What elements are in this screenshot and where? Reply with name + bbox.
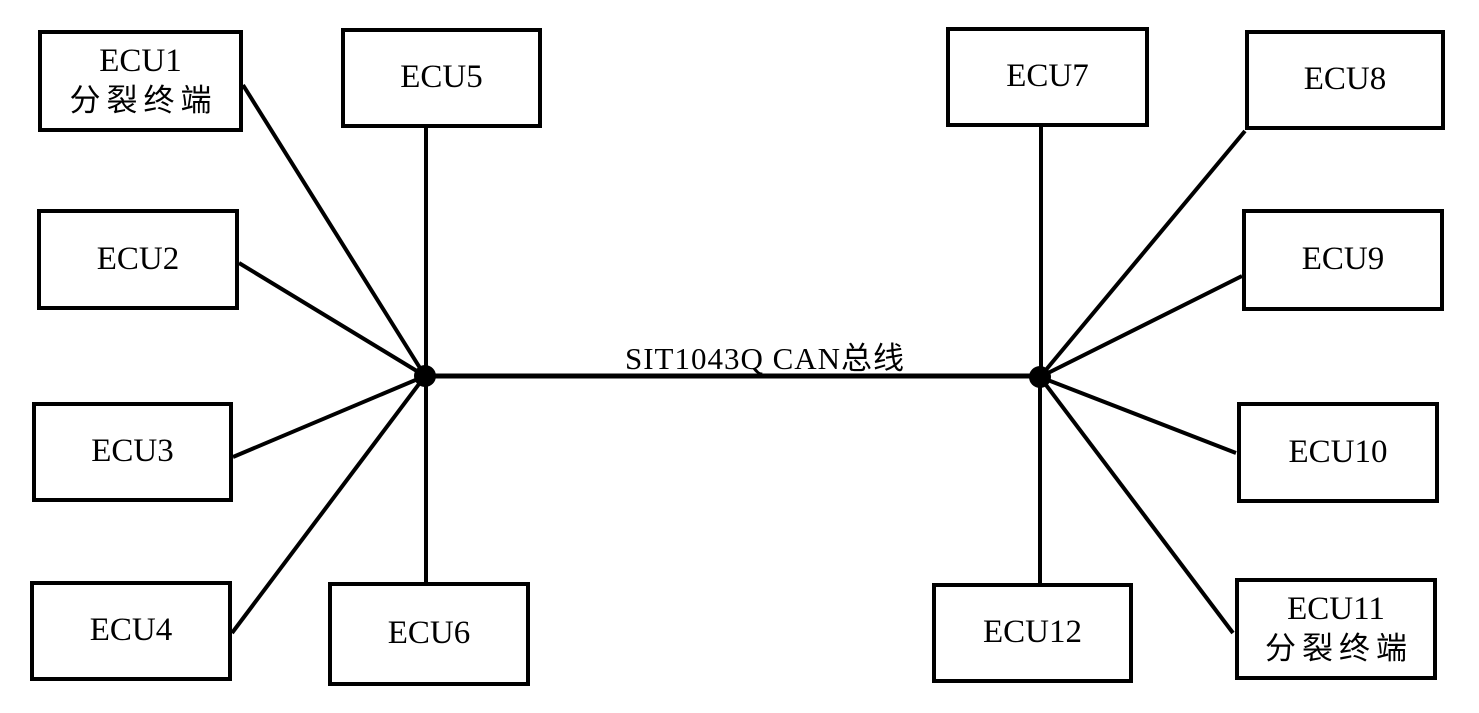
left-hub-dot bbox=[414, 365, 436, 387]
node-ecu9-label: ECU9 bbox=[1301, 241, 1385, 278]
node-ecu10-label: ECU10 bbox=[1288, 433, 1388, 470]
node-ecu12-label: ECU12 bbox=[983, 614, 1082, 651]
node-ecu2: ECU2 bbox=[37, 209, 239, 310]
node-ecu4: ECU4 bbox=[30, 581, 232, 681]
node-ecu4-label: ECU4 bbox=[89, 612, 173, 649]
right-hub-dot bbox=[1029, 366, 1051, 388]
edge-ecu10-right-hub bbox=[1039, 375, 1237, 455]
node-ecu7: ECU7 bbox=[946, 27, 1149, 127]
node-ecu1: ECU1 分裂终端 bbox=[38, 30, 243, 132]
node-ecu6: ECU6 bbox=[328, 582, 530, 686]
node-ecu1-label: ECU1 bbox=[99, 43, 182, 79]
node-ecu1-sublabel: 分裂终端 bbox=[69, 83, 218, 119]
node-ecu9: ECU9 bbox=[1242, 209, 1444, 311]
node-ecu2-label: ECU2 bbox=[96, 240, 180, 277]
edge-ecu8-right-hub bbox=[1038, 129, 1247, 379]
node-ecu8: ECU8 bbox=[1245, 30, 1445, 130]
node-ecu11: ECU11 分裂终端 bbox=[1235, 578, 1437, 680]
node-ecu11-sublabel: 分裂终端 bbox=[1265, 631, 1413, 667]
edge-ecu3-left-hub bbox=[232, 374, 426, 459]
edge-ecu4-left-hub bbox=[230, 374, 427, 635]
node-ecu8-label: ECU8 bbox=[1303, 61, 1387, 98]
node-ecu10: ECU10 bbox=[1237, 402, 1439, 503]
node-ecu5: ECU5 bbox=[341, 28, 542, 128]
bus-label: SIT1043Q CAN总线 bbox=[624, 341, 906, 376]
edge-ecu11-right-hub bbox=[1038, 375, 1235, 635]
edge-ecu9-right-hub bbox=[1039, 274, 1243, 379]
edge-ecu2-left-hub bbox=[237, 261, 427, 378]
node-ecu11-label: ECU11 bbox=[1287, 591, 1385, 627]
node-ecu3: ECU3 bbox=[32, 402, 233, 502]
node-ecu5-label: ECU5 bbox=[400, 59, 483, 96]
node-ecu3-label: ECU3 bbox=[91, 433, 174, 470]
node-ecu7-label: ECU7 bbox=[1006, 58, 1089, 95]
node-ecu12: ECU12 bbox=[932, 583, 1133, 683]
edge-ecu1-left-hub bbox=[241, 83, 427, 378]
node-ecu6-label: ECU6 bbox=[387, 615, 471, 652]
